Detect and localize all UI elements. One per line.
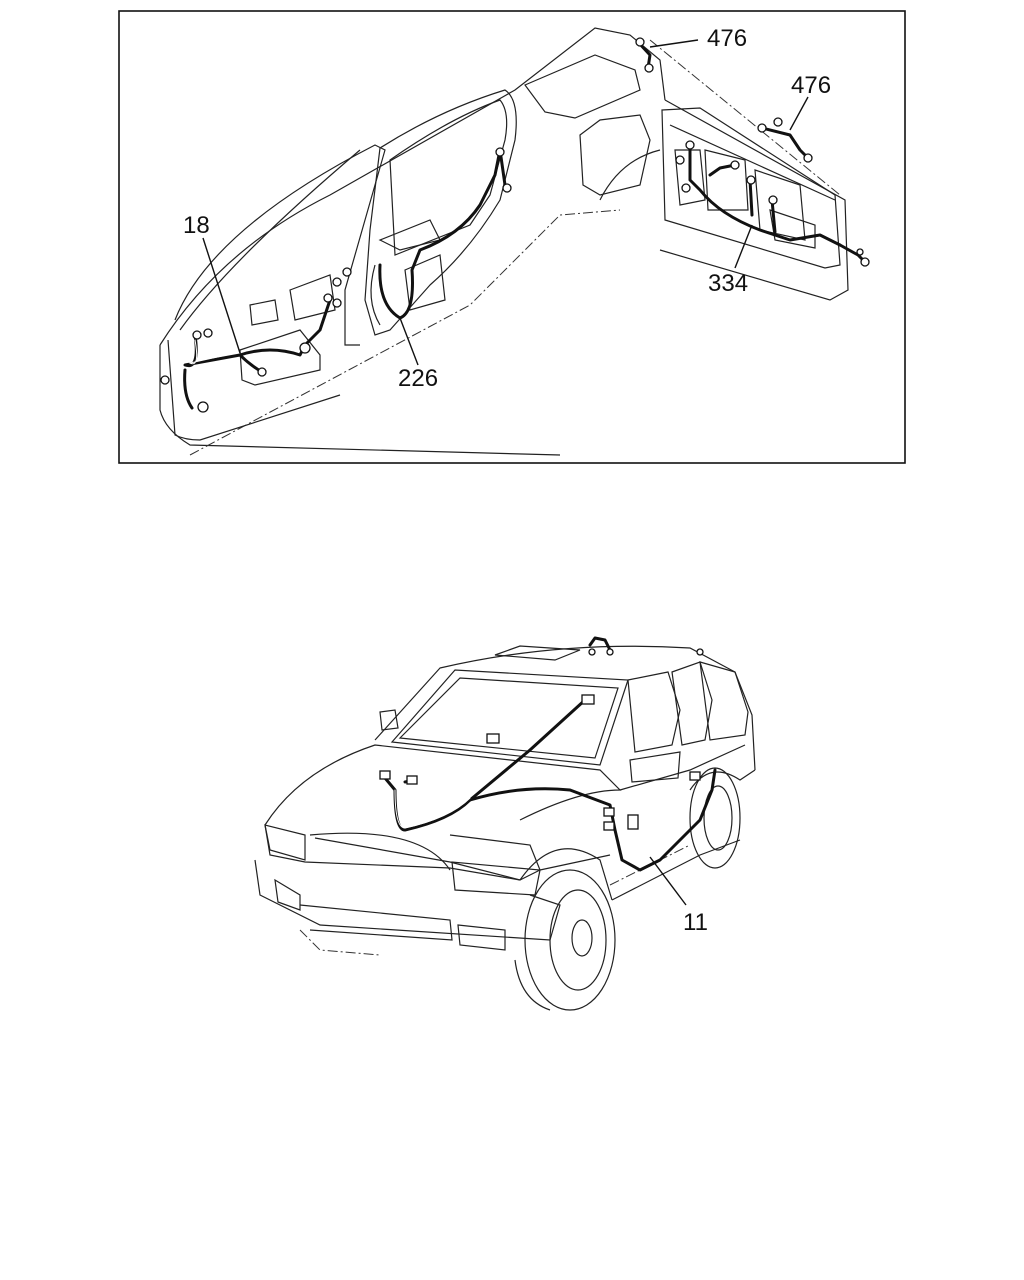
connectors-lower — [379, 648, 704, 831]
callout-334: 334 — [708, 270, 748, 297]
callout-226: 226 — [398, 365, 438, 392]
vehicle-outline — [254, 645, 756, 1011]
callout-476-b: 476 — [791, 72, 831, 99]
tailgate-harness — [688, 143, 842, 247]
upper-diagram-frame — [118, 10, 906, 464]
roof-harness-lower — [588, 636, 612, 652]
leader-11 — [649, 856, 687, 906]
leader-476-a — [649, 39, 699, 48]
leader-476-b — [789, 96, 809, 131]
callout-476-a: 476 — [707, 25, 747, 52]
body-side-panel — [159, 27, 849, 456]
leader-18 — [202, 237, 241, 354]
connectors-upper — [160, 37, 870, 413]
lower-diagram: 11 — [254, 636, 756, 1011]
callout-11: 11 — [683, 909, 708, 936]
callout-18: 18 — [183, 212, 210, 239]
rear-door-harness — [378, 148, 507, 320]
upper-diagram: 18 226 334 476 476 — [118, 10, 906, 464]
leader-334 — [734, 224, 753, 269]
front-door-harness — [183, 298, 332, 410]
body-harness-routing — [383, 698, 717, 872]
leader-226 — [399, 317, 419, 366]
